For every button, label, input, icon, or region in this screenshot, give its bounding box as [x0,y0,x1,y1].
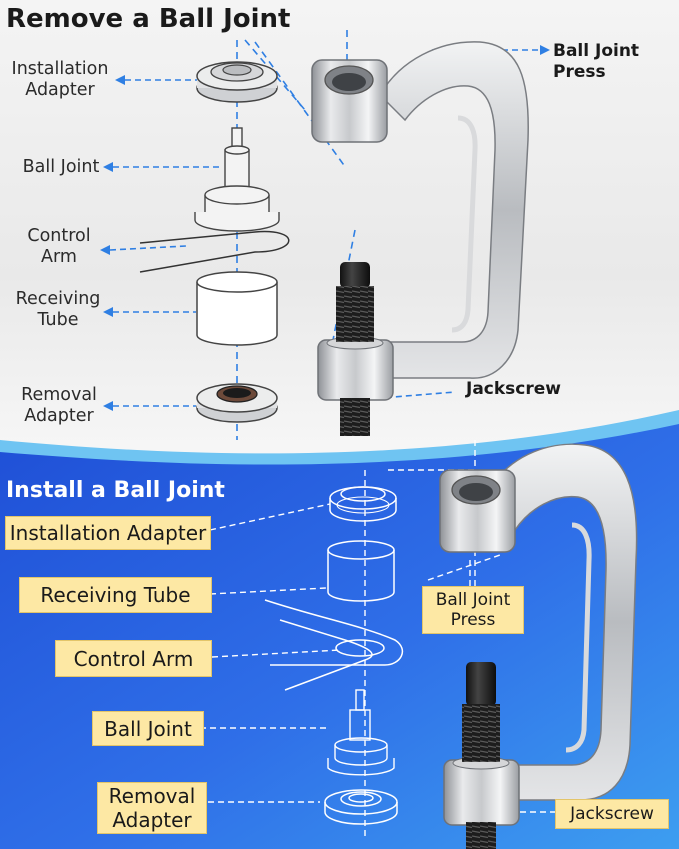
remove-label-installation-adapter: Installation Adapter [4,59,116,101]
install-receiving-tube [327,540,395,602]
remove-jackscrew [336,262,374,436]
install-press-frame [439,443,638,826]
remove-label-installation-adapter-line2: Adapter [25,80,95,100]
remove-receiving-tube [196,271,278,346]
remove-removal-adapter [196,383,278,423]
install-tag-receiving-tube: Receiving Tube [19,577,212,613]
remove-label-control-arm-line2: Arm [41,247,77,267]
remove-ball-joint [194,127,280,232]
install-tag-removal-adapter: Removal Adapter [97,782,207,834]
install-tag-removal-adapter-line1: Removal [108,784,196,808]
install-tag-press: Ball Joint Press [422,586,524,634]
remove-label-receiving-tube: Receiving Tube [8,289,108,331]
remove-title: Remove a Ball Joint [6,4,291,34]
remove-label-removal-adapter-line2: Adapter [24,406,94,426]
install-title: Install a Ball Joint [6,478,225,503]
install-installation-adapter [329,486,397,522]
remove-label-installation-adapter-line1: Installation [11,59,109,79]
install-removal-adapter [324,789,398,825]
remove-installation-adapter [196,61,278,103]
remove-callout-jackscrew: Jackscrew [466,379,561,399]
remove-label-removal-adapter-line1: Removal [21,385,97,405]
install-jackscrew [462,662,500,849]
remove-label-removal-adapter: Removal Adapter [12,385,106,427]
remove-arrowheads [100,45,550,411]
install-tag-jackscrew: Jackscrew [555,799,669,829]
remove-label-receiving-tube-line1: Receiving [15,289,101,309]
install-tag-press-line2: Press [450,610,496,630]
install-tag-removal-adapter-line2: Adapter [112,808,192,832]
install-tag-press-line1: Ball Joint [435,590,511,610]
remove-callout-press: Ball Joint Press [553,41,639,83]
install-control-arm [264,599,404,691]
remove-label-ball-joint: Ball Joint [22,157,100,177]
remove-callout-press-line2: Press [553,62,606,82]
install-tag-ball-joint: Ball Joint [92,711,204,746]
install-ball-joint [327,689,395,776]
remove-press-frame [311,41,529,401]
install-tag-installation-adapter: Installation Adapter [5,516,211,550]
remove-control-arm [139,230,290,273]
remove-label-control-arm: Control Arm [16,226,102,268]
remove-label-control-arm-line1: Control [27,226,91,246]
remove-callout-press-line1: Ball Joint [553,41,640,61]
remove-label-receiving-tube-line2: Tube [37,310,79,330]
install-tag-control-arm: Control Arm [55,640,212,677]
